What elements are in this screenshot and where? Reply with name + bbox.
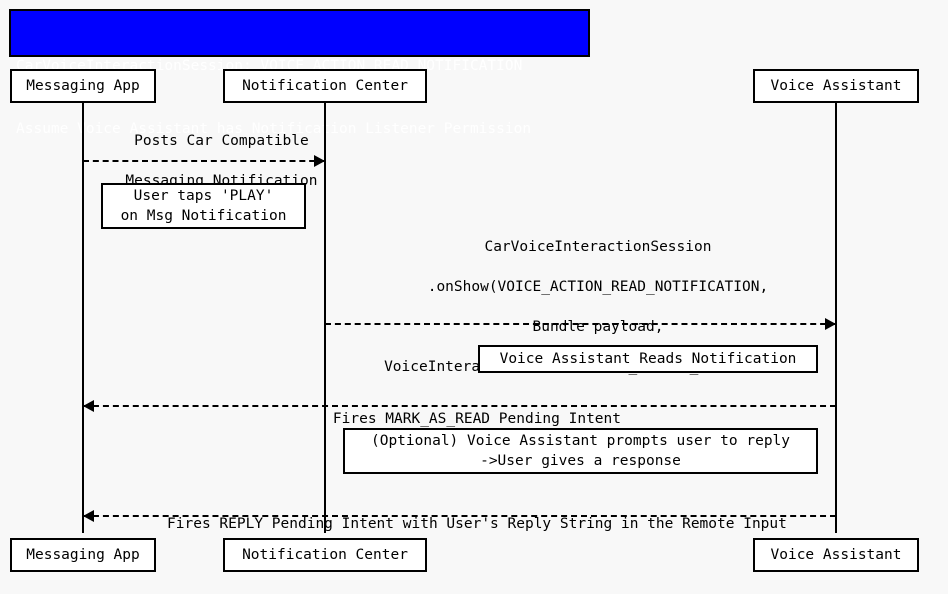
- note-optional-prompt: (Optional) Voice Assistant prompts user …: [343, 428, 818, 474]
- message-label-line-1: Fires REPLY Pending Intent with User's R…: [167, 516, 787, 532]
- diagram-title-line-2: Assume Voice Assistant has Notification …: [16, 121, 532, 137]
- participant-label: Notification Center: [242, 78, 408, 94]
- participant-notification-center-bottom[interactable]: Notification Center: [223, 538, 427, 572]
- message-label-line-3: Bundle payload,: [532, 319, 664, 335]
- arrowhead-left-icon: [83, 510, 94, 522]
- note-line-1: User taps 'PLAY': [133, 188, 274, 204]
- participant-messaging-app-top[interactable]: Messaging App: [10, 69, 156, 103]
- participant-voice-assistant-top[interactable]: Voice Assistant: [753, 69, 919, 103]
- participant-notification-center-top[interactable]: Notification Center: [223, 69, 427, 103]
- arrowhead-left-icon: [83, 400, 94, 412]
- arrowhead-right-icon: [825, 318, 836, 330]
- note-assistant-reads: Voice Assistant Reads Notification: [478, 345, 818, 373]
- message-label-mark-as-read: Fires MARK_AS_READ Pending Intent: [83, 389, 836, 449]
- participant-messaging-app-bottom[interactable]: Messaging App: [10, 538, 156, 572]
- diagram-title-banner: CarVoiceInteractionSession: VOICE_ACTION…: [9, 9, 590, 137]
- message-label-line-1: CarVoiceInteractionSession: [484, 239, 712, 255]
- lifeline-messaging-app: [82, 103, 84, 533]
- lifeline-notification-center: [324, 103, 326, 533]
- note-user-taps-play: User taps 'PLAY' on Msg Notification: [101, 183, 306, 229]
- arrowhead-right-icon: [314, 155, 325, 167]
- message-arrow-reply-intent: [83, 515, 836, 517]
- message-label-reply-intent: Fires REPLY Pending Intent with User's R…: [83, 494, 836, 554]
- participant-label: Voice Assistant: [770, 547, 902, 563]
- participant-label: Voice Assistant: [770, 78, 902, 94]
- message-label-line-2: .onShow(VOICE_ACTION_READ_NOTIFICATION,: [427, 279, 769, 295]
- note-line-2: ->User gives a response: [480, 453, 681, 469]
- message-arrow-mark-as-read: [83, 405, 836, 407]
- message-arrow-on-show: [325, 323, 836, 325]
- participant-voice-assistant-bottom[interactable]: Voice Assistant: [753, 538, 919, 572]
- note-line-1: (Optional) Voice Assistant prompts user …: [370, 433, 791, 449]
- message-arrow-posts-notification: [83, 160, 325, 162]
- lifeline-voice-assistant: [835, 103, 837, 533]
- message-label-line-1: Fires MARK_AS_READ Pending Intent: [332, 411, 621, 427]
- note-line-1: Voice Assistant Reads Notification: [499, 351, 797, 367]
- note-line-2: on Msg Notification: [120, 208, 287, 224]
- participant-label: Messaging App: [26, 547, 140, 563]
- participant-label: Notification Center: [242, 547, 408, 563]
- message-label-line-1: Posts Car Compatible: [134, 133, 309, 149]
- participant-label: Messaging App: [26, 78, 140, 94]
